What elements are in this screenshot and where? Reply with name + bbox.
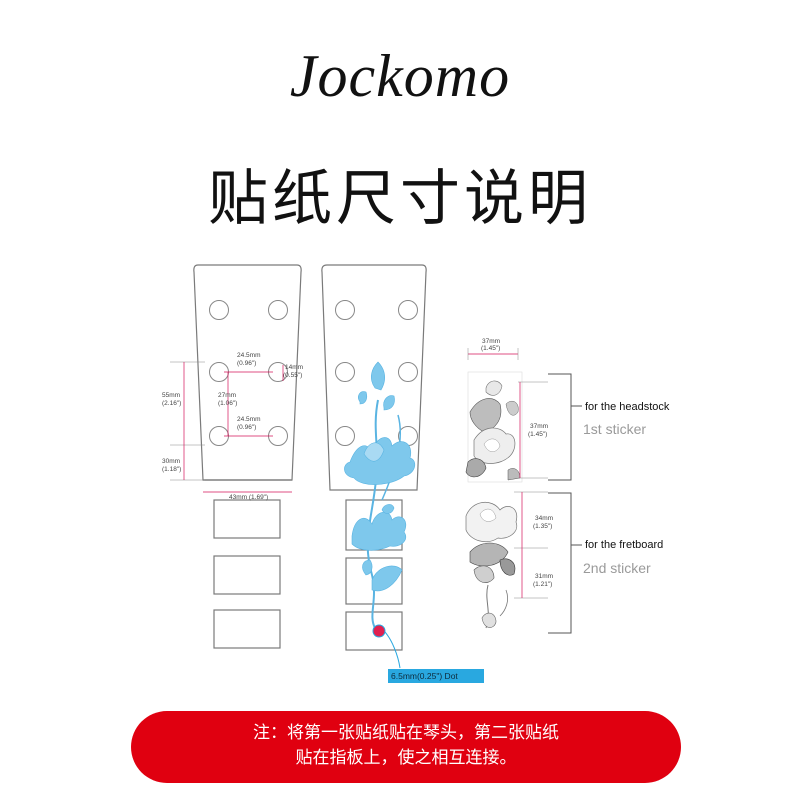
dim-headstock-lower-in: (1.18") (162, 466, 181, 473)
bracket-fretboard (548, 492, 582, 634)
dim-hole-spacing-h2: 24.5mm (237, 416, 260, 423)
label-headstock-sticker: 1st sticker (583, 421, 646, 437)
lotus-sticker-preview (344, 361, 416, 629)
dim-headstock-upper-in: (2.16") (162, 400, 181, 407)
brand-logo: Jockomo (289, 43, 511, 109)
dim-sticker1-height: 37mm (530, 423, 548, 430)
dim-nut-width: 43mm (1.69") (229, 494, 268, 501)
dim-sticker2-upper-in: (1.35") (533, 523, 552, 530)
dim-hole-spacing-h1: 24.5mm (237, 352, 260, 359)
sticker-2 (465, 502, 518, 629)
dim-sticker2-upper: 34mm (535, 515, 553, 522)
dim-sticker2-lower: 31mm (535, 573, 553, 580)
dim-hole-to-edge-in: (0.55") (283, 372, 302, 379)
bracket-headstock (548, 373, 582, 481)
dim-sticker2-lower-in: (1.21") (533, 581, 552, 588)
page-title: 贴纸尺寸说明 (208, 164, 592, 234)
dim-hole-spacing-v-in: (1.06") (218, 400, 237, 407)
headstock-left (193, 264, 302, 649)
dim-hole-to-edge: 14mm (285, 364, 303, 371)
dimension-lines-left (170, 361, 292, 493)
instruction-line-1: 注：将第一张贴纸贴在琴头，第二张贴纸 (253, 723, 559, 743)
dim-hole-spacing-h2-in: (0.96") (237, 424, 256, 431)
label-fretboard-sticker: 2nd sticker (583, 560, 651, 576)
dimension-lines-right (467, 348, 548, 599)
dim-sticker1-height-in: (1.45") (528, 431, 547, 438)
dim-headstock-lower: 30mm (162, 458, 180, 465)
dim-hole-spacing-v: 27mm (218, 392, 236, 399)
instruction-line-2: 贴在指板上，使之相互连接。 (295, 748, 517, 768)
instruction-banner: 注：将第一张贴纸贴在琴头，第二张贴纸 贴在指板上，使之相互连接。 (131, 711, 681, 783)
sticker-1 (465, 371, 523, 483)
dot-marker (372, 624, 484, 683)
dim-sticker-width: 37mm (482, 338, 500, 345)
dim-hole-spacing-h1-in: (0.96") (237, 360, 256, 367)
label-headstock-en: for the headstock (585, 401, 670, 413)
dot-label: 6.5mm(0.25") Dot (391, 671, 458, 681)
label-fretboard-en: for the fretboard (585, 539, 663, 551)
dim-sticker-width-in: (1.45") (481, 345, 500, 352)
dim-headstock-upper: 55mm (162, 392, 180, 399)
